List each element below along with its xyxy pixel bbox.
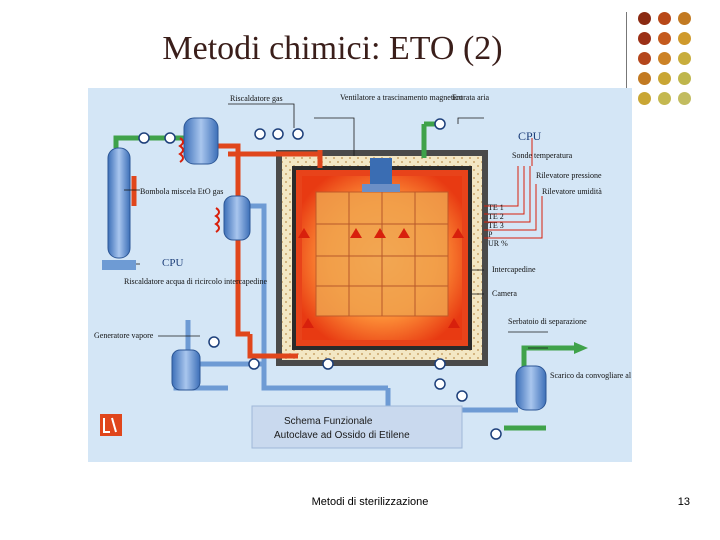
label-umidita: Rilevatore umidità xyxy=(542,187,602,196)
gas-heater-coil xyxy=(178,137,184,163)
decorative-dot xyxy=(658,72,671,85)
slide-title: Metodi chimici: ETO (2) xyxy=(162,30,503,67)
label-bombola: Bombola miscela EtO gas xyxy=(140,187,223,196)
fan-motor xyxy=(370,158,392,188)
decorative-dot xyxy=(638,12,651,25)
decorative-dot xyxy=(678,32,691,45)
schema-subtitle: Autoclave ad Ossido di Etilene xyxy=(274,430,410,441)
decorative-dot xyxy=(638,72,651,85)
steam-generator xyxy=(171,349,201,391)
label-cpu-top: CPU xyxy=(518,129,542,143)
decorative-dot xyxy=(638,92,651,105)
flow-arrows xyxy=(298,228,464,328)
footer-text: Metodi di sterilizzazione xyxy=(311,496,429,508)
label-intercapedine: Intercapedine xyxy=(492,265,536,274)
decorative-dot xyxy=(658,12,671,25)
decorative-dot xyxy=(678,92,691,105)
water-heater-coil xyxy=(214,207,220,233)
gas-heater xyxy=(183,117,219,165)
decorative-dot xyxy=(638,52,651,65)
page-number: 13 xyxy=(677,496,690,508)
label-riscaldatore-acqua: Riscaldatore acqua di ricircolo intercap… xyxy=(124,277,267,286)
schema-title: Schema Funzionale xyxy=(284,416,373,427)
label-pressione: Rilevatore pressione xyxy=(536,171,602,180)
label-te1: TE 1 xyxy=(488,203,504,212)
decorative-dot xyxy=(638,32,651,45)
label-ventilatore: Ventilatore a trascinamento magnetico xyxy=(340,93,463,102)
decorative-dot xyxy=(658,52,671,65)
label-scarico: Scarico da convogliare al sistema di neu… xyxy=(550,371,632,380)
separator-tank xyxy=(515,365,547,411)
scarico-arrow-icon xyxy=(574,342,588,354)
gas-cylinder xyxy=(102,147,136,270)
label-sonde: Sonde temperatura xyxy=(512,151,573,160)
label-generatore: Generatore vapore xyxy=(94,331,154,340)
decorative-dot xyxy=(678,72,691,85)
label-riscaldatore-gas: Riscaldatore gas xyxy=(230,94,283,103)
decorative-dot xyxy=(658,92,671,105)
label-te2: TE 2 xyxy=(488,212,504,221)
label-serbatoio: Serbatoio di separazione xyxy=(508,317,587,326)
sensor-wires xyxy=(484,138,543,239)
water-heater xyxy=(223,195,251,241)
label-entrata-aria: Entrata aria xyxy=(452,93,490,102)
label-ur: UR % xyxy=(488,239,508,248)
decorative-dot xyxy=(678,12,691,25)
label-p: P xyxy=(488,230,493,239)
label-cpu-left: CPU xyxy=(162,257,183,269)
title-divider xyxy=(626,12,627,96)
label-te3: TE 3 xyxy=(488,221,504,230)
valves xyxy=(138,118,502,440)
label-camera: Camera xyxy=(492,289,517,298)
decorative-dot xyxy=(678,52,691,65)
decorative-dot xyxy=(658,32,671,45)
fan-blade xyxy=(362,184,400,192)
schema-banner xyxy=(251,405,463,449)
load-racks xyxy=(315,191,449,317)
leader-lines xyxy=(124,103,548,349)
eto-autoclave-diagram: Riscaldatore gas Ventilatore a trascinam… xyxy=(88,88,720,462)
